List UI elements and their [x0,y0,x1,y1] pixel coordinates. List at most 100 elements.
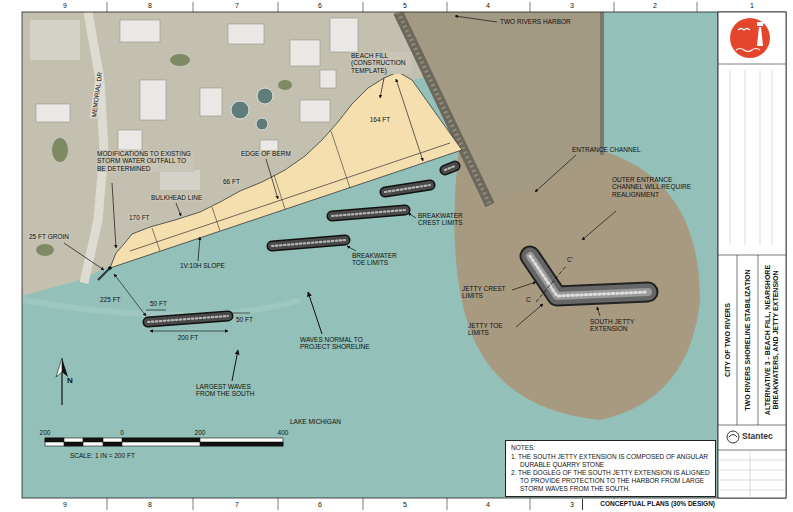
callout-label: BREAKWATER TOE LIMITS [352,252,402,267]
grid-number: 6 [318,501,322,509]
aerial-photo [114,274,146,316]
aerial-photo [120,20,160,42]
aerial-photo [148,166,455,322]
title-text-frame: ALTERNATIVE 3 - BEACH FILL, NEARSHORE BR… [764,258,780,422]
sheet-border [697,2,698,12]
aerial-photo [516,304,543,327]
aerial-photo [512,282,536,290]
aerial-photo [331,131,350,188]
aerial-photo [122,438,200,442]
aerial-photo [36,244,54,256]
aerial-photo [45,438,283,446]
sheet-border [530,2,531,12]
north-label: N [67,376,73,385]
grid-number: 6 [318,2,322,10]
sheet-border [193,2,194,12]
sheet-border [447,498,448,510]
section-marker: C' [567,256,573,263]
notes-box: NOTES:1. THE SOUTH JETTY EXTENSION IS CO… [505,440,716,497]
aerial-photo [231,101,249,119]
sheet-border [447,2,448,12]
title-text-frame: TWO RIVERS SHORELINE STABILIZATION [743,258,751,422]
dimension-label: 200 FT [178,334,199,341]
sheet-border [22,2,786,510]
north-arrow [56,358,68,405]
aerial-photo [118,130,142,150]
aerial-photo [112,183,116,248]
aerial-photo [160,170,200,190]
road [84,12,104,283]
dimension-label: 225 FT [100,296,121,303]
treatment-tank [231,88,273,130]
section-cut-line [536,266,566,302]
dimension-label: 164 FT [370,116,391,123]
grid-number: 5 [403,501,407,509]
grid-number: 3 [570,501,574,509]
title-block [718,70,786,498]
grid-number: 4 [486,2,490,10]
title-block [718,480,786,481]
scale-number: 0 [120,429,124,436]
dimension-label: 50 FT [236,316,253,323]
title-block [718,64,786,450]
firm-name-box: Stantec [742,429,784,444]
aerial-photo [380,78,384,98]
title-block [757,27,763,46]
aerial-photo [148,166,455,322]
title-text: ALTERNATIVE 3 - BEACH FILL, NEARSHORE BR… [764,258,780,422]
aerial-photo [36,104,70,122]
south-jetty-extension [530,256,648,296]
title-text: CONCEPTUAL PLANS (30% DESIGN) [586,499,715,509]
aerial-photo [530,256,648,296]
title-block [737,255,738,425]
callout-label: JETTY CREST LIMITS [462,285,512,300]
aerial-photo [330,18,358,52]
aerial-photo [22,12,718,498]
sheet-status-strip: CONCEPTUAL PLANS (30% DESIGN) [582,499,718,510]
title-block [718,12,786,498]
aerial-photo [200,88,222,116]
aerial-photo [582,211,616,240]
title-block [718,460,786,461]
line-label: EDGE OF BERM [240,150,292,157]
title-text: CITY OF TWO RIVERS [724,258,732,422]
slope-label: 1V:10H SLOPE [180,262,225,269]
aerial-photo [45,438,64,442]
water-name: LAKE MICHIGAN [290,418,341,425]
title-block [718,425,786,426]
title-block [729,435,737,438]
sheet-border [530,498,531,510]
title-text: TWO RIVERS SHORELINE STABILIZATION [743,258,751,422]
title-block [718,470,786,471]
callout-note: MODIFICATIONS TO EXISTING STORM WATER OU… [96,150,194,172]
grid-number: 7 [235,2,239,10]
building [36,18,358,154]
callout-label: JETTY TOE LIMITS [468,322,516,337]
water-name: TWO RIVERS HARBOR [500,18,571,25]
aerial-photo [148,166,455,322]
title-text-frame: CITY OF TWO RIVERS [724,258,732,422]
aerial-photo [198,237,200,261]
groin-label: 25 FT GROIN [28,233,70,240]
aerial-photo [212,207,220,231]
dimension-line [396,79,423,161]
grid-number: 1 [750,2,754,10]
aerial-photo [530,256,648,296]
aerial-photo [347,246,356,251]
aerial-photo [266,159,278,199]
title-text: Stantec [742,429,784,444]
title-block [730,18,770,58]
scale-number: 200 [40,429,51,436]
sheet-border [278,498,279,510]
sheet-border [363,2,364,12]
aerial-photo [140,80,166,120]
aerial-photo [56,358,62,377]
wave-label: WAVES NORMAL TO PROJECT SHORELINE [300,336,372,351]
aerial-photo [150,331,228,332]
aerial-photo [530,256,648,296]
title-cell: TWO RIVERS SHORELINE STABILIZATION [737,255,758,425]
title-cell: CITY OF TWO RIVERS [719,255,737,425]
groin [98,266,112,280]
aerial-photo [152,228,160,251]
